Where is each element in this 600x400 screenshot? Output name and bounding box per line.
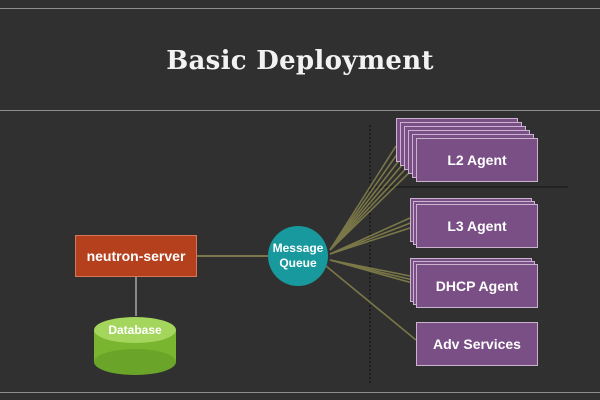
adv-services-label: Adv Services <box>433 336 521 352</box>
title-divider <box>0 110 600 111</box>
message-queue-node: Message Queue <box>268 226 328 286</box>
l3-agent-label: L3 Agent <box>447 218 507 234</box>
database-cylinder <box>94 317 176 375</box>
slide-title: Basic Deployment <box>166 46 434 76</box>
message-queue-label-line1: Message <box>272 241 324 255</box>
bottom-border <box>0 392 600 393</box>
dhcp-agent-label: DHCP Agent <box>435 278 519 294</box>
dhcp-agent-box: DHCP Agent <box>416 264 538 308</box>
database-label: Database <box>108 323 162 337</box>
connectors-dhcp <box>329 259 417 285</box>
l3-agent-box: L3 Agent <box>416 204 538 248</box>
connectors-l3 <box>329 217 417 255</box>
l2-agent-box: L2 Agent <box>416 138 538 182</box>
l2-agent-label: L2 Agent <box>447 152 507 168</box>
top-border <box>0 8 600 9</box>
neutron-server-box: neutron-server <box>75 235 197 277</box>
connector-adv-services <box>325 265 417 341</box>
adv-services-box: Adv Services <box>416 322 538 366</box>
neutron-server-label: neutron-server <box>86 248 186 264</box>
message-queue-label-line2: Queue <box>279 256 317 270</box>
connectors-l2 <box>329 145 417 251</box>
